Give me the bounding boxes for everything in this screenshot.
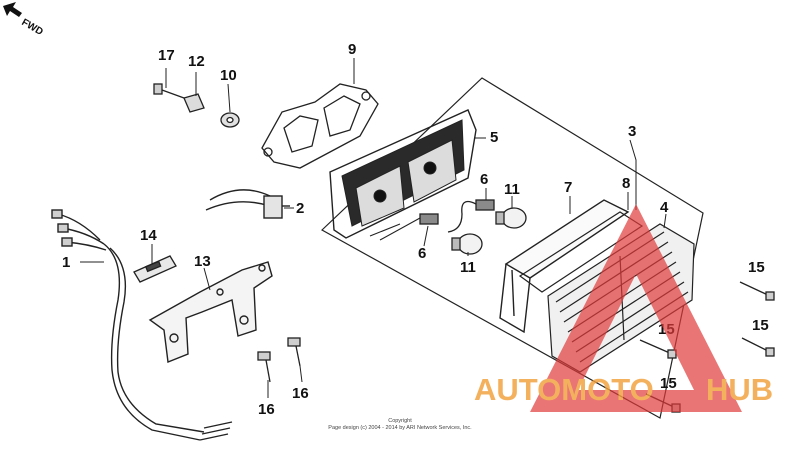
bolt-part-16-right — [287, 337, 301, 367]
callout-9: 9 — [348, 41, 356, 58]
callout-2: 2 — [296, 200, 304, 217]
leader-lines — [80, 58, 667, 398]
callout-1: 1 — [62, 254, 70, 271]
callout-8: 8 — [622, 175, 630, 192]
bolt-part-16-left — [257, 351, 271, 383]
callout-11-upper: 11 — [504, 181, 520, 198]
callout-12: 12 — [188, 53, 205, 70]
watermark-text-hub: HUB — [706, 372, 773, 407]
callout-13: 13 — [194, 253, 211, 270]
callout-15-d: 15 — [660, 375, 677, 392]
callout-3: 3 — [628, 123, 636, 140]
callout-5: 5 — [490, 129, 498, 146]
callout-6-upper: 6 — [480, 171, 488, 188]
screw-part-15-b — [741, 337, 775, 357]
callout-7: 7 — [564, 179, 572, 196]
callout-16-left: 16 — [258, 401, 275, 418]
wire-harness-part-2 — [205, 189, 290, 219]
gasket-part-9 — [261, 83, 379, 169]
watermark-logo-icon — [530, 204, 742, 412]
copyright-line-1: Copyright — [388, 418, 412, 424]
callout-4: 4 — [660, 199, 669, 216]
fwd-label: FWD — [20, 17, 45, 38]
lamp-base-part-5 — [329, 109, 477, 241]
callout-15-a: 15 — [748, 259, 765, 276]
fwd-direction-indicator: FWD — [3, 2, 45, 38]
screw-part-15-a — [739, 281, 775, 301]
fwd-arrow-icon — [3, 2, 22, 17]
callout-numbers: 17 12 10 9 3 5 2 1 14 13 6 6 11 11 7 8 4… — [62, 41, 769, 418]
watermark-text-automoto: AUTOMOTO — [474, 372, 654, 407]
automotohub-watermark: AUTOMOTO HUB — [474, 204, 773, 412]
callout-15-b: 15 — [752, 317, 769, 334]
plate-part-14 — [133, 255, 177, 283]
callout-16-right: 16 — [292, 385, 309, 402]
collar-part-12 — [183, 93, 205, 113]
screw-part-17 — [153, 83, 185, 99]
copyright-line-2: Page design (c) 2004 - 2014 by ARI Netwo… — [328, 425, 472, 431]
callout-6-lower: 6 — [418, 245, 426, 262]
assembly-outline-3 — [320, 77, 704, 419]
lens-gasket-part-7 — [499, 199, 630, 334]
socket-part-6-upper — [447, 199, 495, 233]
bracket-part-13 — [148, 261, 273, 363]
callout-11-lower: 11 — [460, 259, 476, 276]
callout-17: 17 — [158, 47, 175, 64]
callout-14: 14 — [140, 227, 157, 244]
bulb-part-11-upper — [495, 207, 527, 229]
washer-part-10 — [220, 112, 240, 128]
socket-part-6-lower — [419, 213, 439, 225]
main-harness-part-1 — [51, 209, 233, 441]
bulb-part-11-lower — [451, 233, 483, 255]
callout-10: 10 — [220, 67, 237, 84]
copyright-notice: Copyright Page design (c) 2004 - 2014 by… — [328, 418, 472, 431]
